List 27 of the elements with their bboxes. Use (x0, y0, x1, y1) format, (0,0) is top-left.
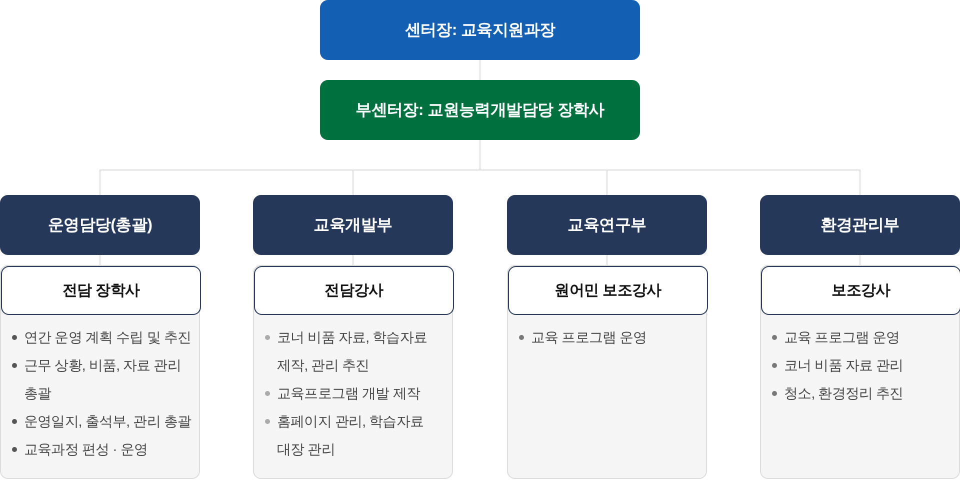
duty-text: 청소, 환경정리 추진 (784, 384, 904, 403)
duty-text: 홈페이지 관리, 학습자료 대장 관리 (277, 412, 424, 459)
duty-panel (760, 265, 960, 479)
duty-text: 교육프로그램 개발 제작 (277, 384, 420, 403)
department-box: 교육개발부 (253, 195, 453, 255)
duty-text: 운영일지, 출석부, 관리 총괄 (24, 412, 192, 431)
duty-text: 근무 상황, 비품, 자료 관리 총괄 (24, 356, 182, 403)
duty-text: 연간 운영 계획 수립 및 추진 (24, 328, 192, 347)
duty-text: 교육 프로그램 운영 (531, 328, 647, 347)
connector-line (352, 254, 354, 266)
duty-panel (253, 265, 453, 479)
duty-text: 코너 비품 자료 관리 (784, 356, 904, 375)
duty-text: 교육 프로그램 운영 (784, 328, 900, 347)
connector-line (606, 254, 608, 266)
role-box: 전담강사 (254, 266, 454, 315)
position-box: 센터장: 교육지원과장 (320, 0, 640, 60)
duty-panel (0, 265, 200, 479)
position-box: 부센터장: 교원능력개발담당 장학사 (320, 80, 640, 140)
role-box: 보조강사 (761, 266, 960, 315)
duty-panel (507, 265, 707, 479)
department-box: 운영담당(총괄) (0, 195, 200, 255)
department-box: 환경관리부 (760, 195, 960, 255)
role-box: 원어민 보조강사 (508, 266, 708, 315)
department-box: 교육연구부 (507, 195, 707, 255)
role-box: 전담 장학사 (1, 266, 201, 315)
duty-text: 교육과정 편성 · 운영 (24, 440, 148, 459)
duty-text: 코너 비품 자료, 학습자료 제작, 관리 추진 (277, 328, 428, 375)
